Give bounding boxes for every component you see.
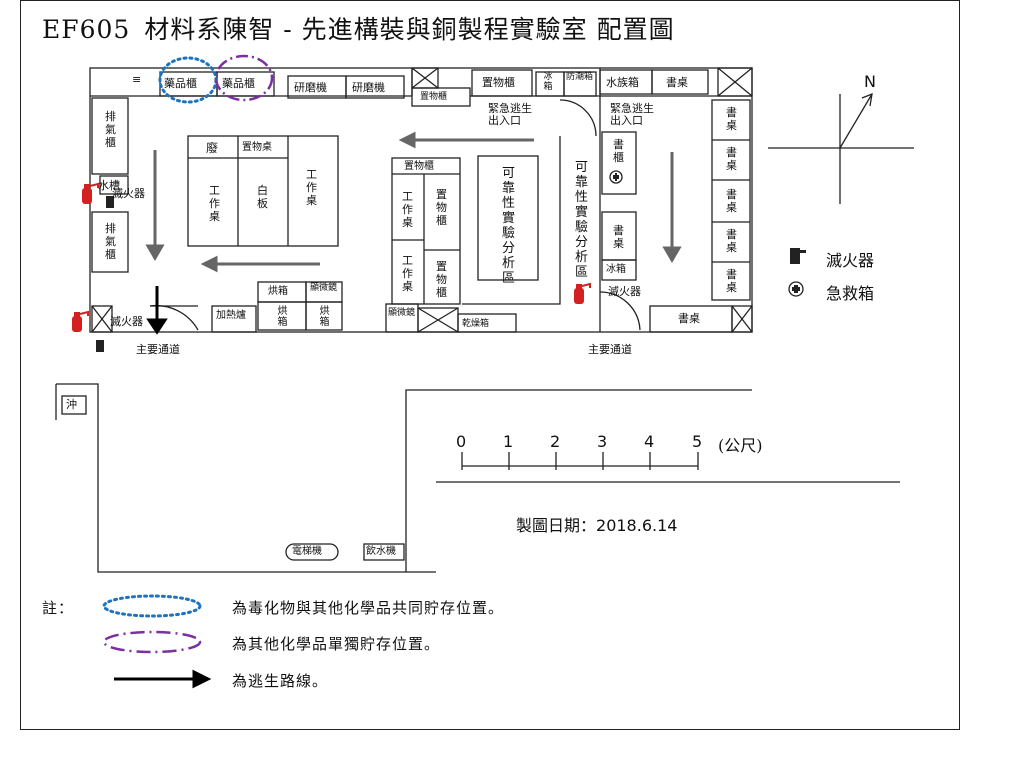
fire-extinguisher-icon: [574, 282, 591, 304]
book-cabinet: 書櫃: [613, 138, 624, 164]
grinder-2: 研磨機: [352, 81, 385, 94]
title-text: 材料系陳智 - 先進構裝與銅製程實驗室 配置圖: [144, 15, 675, 44]
desk-right-5: 書桌: [726, 268, 737, 294]
microscope-3: 顯微鏡: [388, 308, 416, 318]
scale-tick-1: 1: [503, 432, 514, 451]
room-code: EF605: [42, 15, 131, 44]
elevator: 電梯機: [292, 546, 322, 557]
extinguisher-label-left-top: 滅火器: [112, 187, 145, 200]
chem-cabinet-1: 藥品櫃: [164, 77, 197, 90]
storage-table: 置物桌: [242, 142, 272, 153]
oven-2: 烘箱: [277, 306, 288, 328]
legend-extinguisher: 滅火器: [826, 251, 875, 270]
main-corridor-2: 主要通道: [588, 343, 632, 356]
storage-cabinet-mid-3: 置物櫃: [436, 260, 447, 299]
worktable-right: 工作桌: [306, 168, 317, 207]
notes-prefix: 註：: [42, 599, 75, 617]
heater: 加熱爐: [216, 310, 246, 321]
desk-right-4: 書桌: [726, 228, 737, 254]
scale-tick-5: 5: [692, 432, 703, 451]
note-blue: 為毒化物與其他化學品共同貯存位置。: [232, 599, 505, 617]
fire-extinguisher-icon: [72, 310, 89, 332]
map-title: EF605 材料系陳智 - 先進構裝與銅製程實驗室 配置圖: [42, 10, 675, 46]
date-value: 2018.6.14: [596, 516, 678, 535]
water-tank: 水族箱: [606, 76, 639, 89]
compass-north-label: N: [864, 72, 876, 91]
note-arrow: 為逃生路線。: [232, 672, 329, 690]
desk-top-right: 書桌: [666, 76, 688, 89]
storage-cabinet-small: 置物櫃: [420, 92, 448, 102]
scale-tick-2: 2: [550, 432, 561, 451]
map-frame: [20, 0, 960, 730]
note-purple: 為其他化學品單獨貯存位置。: [232, 635, 441, 653]
microscope-1: 顯微鏡: [310, 283, 338, 293]
desk-right-2: 書桌: [726, 146, 737, 172]
worktable-mid-2: 工作桌: [402, 254, 413, 293]
legend-first-aid: 急救箱: [826, 284, 875, 303]
worktable-mid-1: 工作桌: [402, 190, 413, 229]
dry-box: 乾燥箱: [462, 319, 490, 329]
date-label-text: 製圖日期：: [516, 516, 597, 535]
purple-storage-marker: [214, 54, 274, 102]
scale-unit: (公尺): [718, 436, 763, 455]
exhaust-cabinet-1: 排氣櫃: [105, 110, 116, 149]
oven-3: 烘箱: [319, 306, 330, 328]
extinguisher-label-left-bottom: 滅火器: [110, 315, 143, 328]
emergency-exit-2: 緊急逃生出入口: [610, 102, 654, 127]
desk-right-3: 書桌: [726, 188, 737, 214]
waste-symbol: 廢: [206, 141, 219, 155]
water-tank-left: 水槽: [98, 179, 120, 192]
grinder-1: 研磨機: [294, 81, 327, 94]
worktable-left: 工作桌: [209, 184, 220, 223]
oven-1: 烘箱: [268, 286, 288, 297]
storage-cabinet-mid: 置物櫃: [404, 161, 434, 172]
scale-tick-4: 4: [644, 432, 655, 451]
fridge-top: 冰箱: [543, 72, 553, 92]
chem-cabinet-2: 藥品櫃: [222, 77, 255, 90]
desk-mid-right: 書桌: [613, 224, 624, 250]
fridge-right: 冰箱: [606, 264, 626, 275]
desk-bottom-right: 書桌: [678, 312, 700, 325]
moisture-box: 防潮箱: [566, 72, 594, 82]
storage-cabinet-mid-2: 置物櫃: [436, 188, 447, 227]
desk-right-1: 書桌: [726, 106, 737, 132]
reliability-area-2: 可靠性實驗分析區: [574, 160, 588, 280]
scale-tick-3: 3: [597, 432, 608, 451]
shower-symbol: 沖: [66, 398, 77, 411]
whiteboard: 白板: [257, 184, 268, 210]
storage-cabinet-top: 置物櫃: [482, 76, 515, 89]
exhaust-cabinet-2: 排氣櫃: [105, 222, 116, 261]
fire-extinguisher-icon: [82, 182, 99, 204]
emergency-exit-1: 緊急逃生出入口: [488, 102, 532, 127]
main-corridor-1: 主要通道: [136, 343, 180, 356]
water-dispenser: 飲水機: [366, 546, 396, 557]
scale-tick-0: 0: [456, 432, 467, 451]
reliability-area-1: 可靠性實驗分析區: [501, 166, 515, 286]
top-left-symbol: ≡: [132, 73, 142, 86]
extinguisher-label-right: 滅火器: [608, 285, 641, 298]
date-label: 製圖日期：2018.6.14: [516, 512, 677, 536]
